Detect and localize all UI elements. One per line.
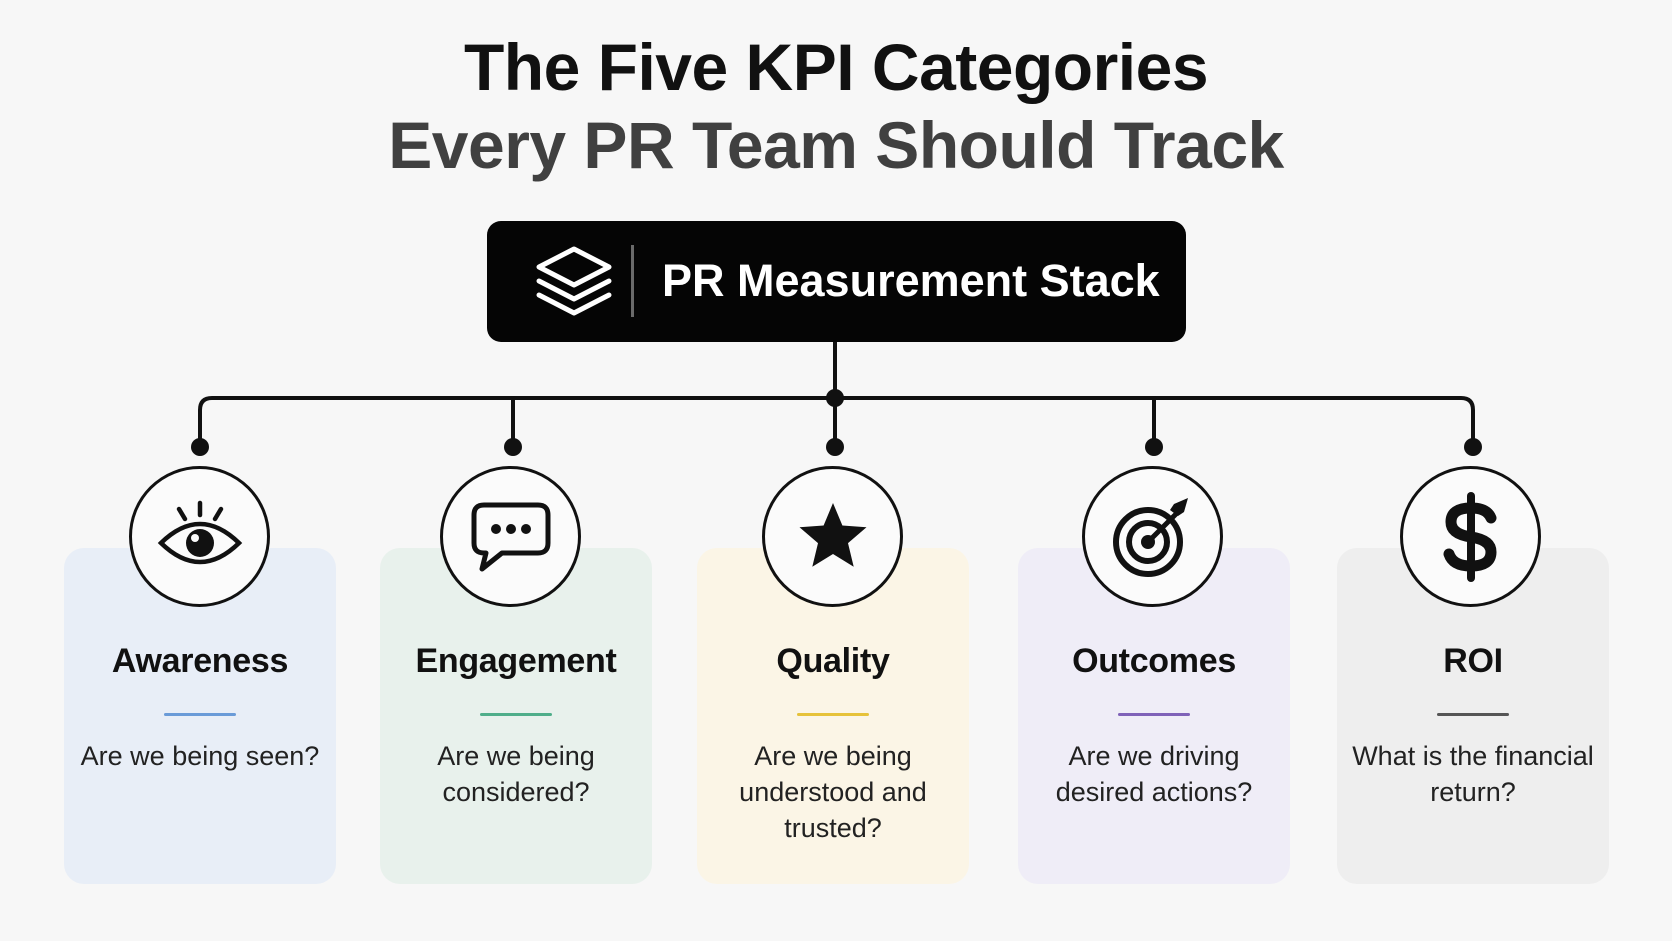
dollar-icon <box>1443 491 1497 582</box>
icon-circle-roi <box>1400 466 1541 607</box>
title-line-1: The Five KPI Categories <box>463 30 1209 104</box>
layers-icon <box>536 246 612 316</box>
card-question-roi: What is the financial return? <box>1352 741 1594 807</box>
icon-circle-quality <box>762 466 903 607</box>
icon-circle-engagement <box>440 466 581 607</box>
pr-measurement-stack-node: PR Measurement Stack <box>487 221 1186 342</box>
connector-dot-5 <box>1464 438 1482 456</box>
card-rule-awareness <box>164 713 236 716</box>
icon-circle-awareness <box>129 466 270 607</box>
connector-dot-2 <box>504 438 522 456</box>
card-title-awareness: Awareness <box>111 642 289 680</box>
connector-branch-bar <box>198 396 1475 448</box>
card-question-engagement: Are we being considered? <box>437 741 595 807</box>
card-title-roi: ROI <box>1443 642 1503 680</box>
card-title-outcomes: Outcomes <box>1072 642 1236 680</box>
title-line-2: Every PR Team Should Track <box>388 108 1284 182</box>
connector-dot-3 <box>826 438 844 456</box>
chat-bubble-icon <box>471 502 550 571</box>
card-title-engagement: Engagement <box>415 642 617 680</box>
star-icon <box>799 502 866 567</box>
card-rule-roi <box>1437 713 1509 716</box>
target-icon <box>1112 497 1188 577</box>
card-question-outcomes: Are we driving desired actions? <box>1055 741 1253 807</box>
card-title-quality: Quality <box>776 642 890 680</box>
junction-dot <box>826 389 844 407</box>
card-question-awareness: Are we being seen? <box>80 741 320 771</box>
title-block: The Five KPI Categories Every PR Team Sh… <box>0 28 1672 184</box>
connector-dot-1 <box>191 438 209 456</box>
icon-circle-outcomes <box>1082 466 1223 607</box>
eye-icon <box>157 500 242 564</box>
card-question-quality: Are we being understood and trusted? <box>739 741 927 843</box>
card-rule-outcomes <box>1118 713 1190 716</box>
connector-dot-4 <box>1145 438 1163 456</box>
card-rule-quality <box>797 713 869 716</box>
card-rule-engagement <box>480 713 552 716</box>
stack-label: PR Measurement Stack <box>662 255 1160 306</box>
stack-divider <box>631 245 634 317</box>
